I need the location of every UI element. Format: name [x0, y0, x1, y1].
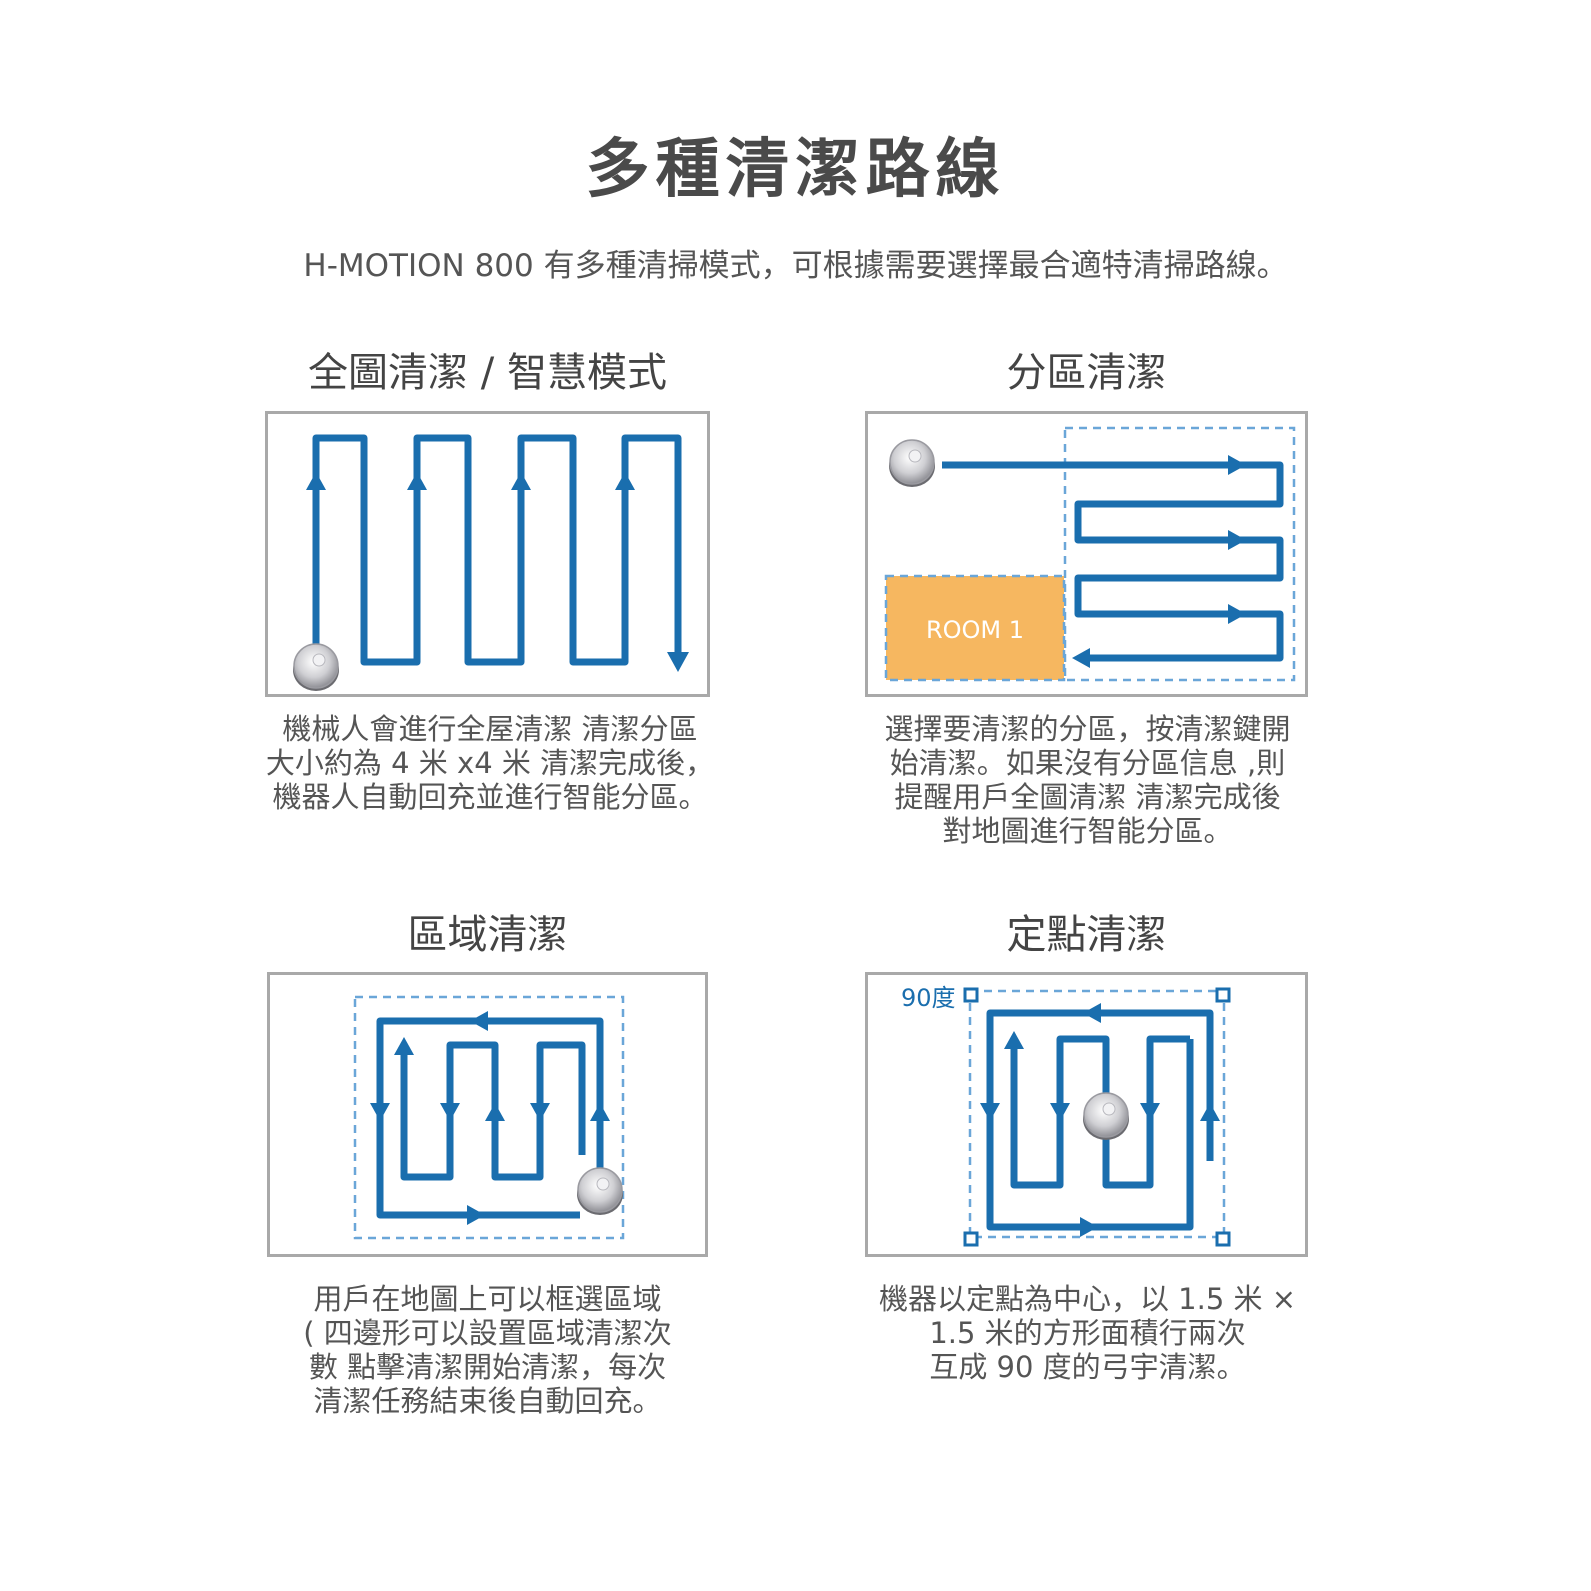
arrow-icon	[1200, 1103, 1220, 1121]
room-path-diagram: ROOM 1	[884, 426, 1296, 682]
section-desc-full-map: 機械人會進行全屋清潔 清潔分區 大小約為 4 米 x4 米 清潔完成後， 機器人…	[265, 712, 715, 814]
panel-area	[267, 972, 708, 1257]
arrow-icon	[467, 1205, 485, 1225]
corner-marker	[1215, 987, 1231, 1003]
arrow-icon	[370, 1103, 390, 1121]
panel-spot: 90度	[865, 972, 1308, 1257]
arrow-icon	[590, 1103, 610, 1121]
area-path-diagram	[353, 995, 625, 1240]
section-desc-room: 選擇要清潔的分區，按清潔鍵開 始清潔。如果沒有分區信息 ,則 提醒用戶全圖清潔 …	[884, 712, 1291, 848]
full-map-path-diagram	[292, 434, 689, 692]
arrow-icon	[1083, 1003, 1101, 1023]
section-desc-spot: 機器以定點為中心，以 1.5 米 × 1.5 米的方形面積行兩次 互成 90 度…	[878, 1282, 1297, 1384]
arrow-icon	[407, 472, 427, 490]
arrow-icon	[1080, 1217, 1098, 1237]
arrow-icon	[485, 1103, 505, 1121]
panel-full-map	[265, 411, 710, 697]
arrow-icon	[440, 1103, 460, 1121]
section-desc-area: 用戶在地圖上可以框選區域 ( 四邊形可以設置區域清潔次 數 點擊清潔開始清潔，每…	[303, 1282, 672, 1418]
arrow-icon	[1050, 1103, 1070, 1121]
section-title-spot: 定點清潔	[1006, 912, 1167, 958]
arrow-icon	[1004, 1031, 1024, 1049]
arrow-icon	[1228, 455, 1246, 475]
section-title-area: 區域清潔	[407, 912, 568, 958]
arrow-icon	[667, 652, 689, 672]
spot-path-diagram: 90度	[901, 984, 1231, 1247]
arrow-icon	[1228, 530, 1246, 550]
arrow-icon	[530, 1103, 550, 1121]
robot-vacuum-icon	[576, 1167, 624, 1216]
room-1-label: ROOM 1	[926, 616, 1024, 644]
arrow-icon	[1140, 1103, 1160, 1121]
angle-label: 90度	[901, 984, 956, 1012]
corner-marker	[1215, 1231, 1231, 1247]
arrow-icon	[511, 472, 531, 490]
arrow-icon	[615, 472, 635, 490]
corner-marker	[963, 987, 979, 1003]
robot-vacuum-icon	[888, 439, 936, 488]
section-title-room: 分區清潔	[1006, 350, 1167, 396]
page-subtitle: H-MOTION 800 有多種清掃模式，可根據需要選擇最合適特清掃路線。	[303, 248, 1288, 284]
section-title-full-map: 全圖清潔 / 智慧模式	[308, 350, 667, 396]
robot-vacuum-icon	[1082, 1092, 1130, 1141]
robot-vacuum-icon	[292, 643, 340, 692]
arrow-icon	[470, 1011, 488, 1031]
page-title: 多種清潔路線	[585, 133, 1006, 207]
panel-room: ROOM 1	[865, 411, 1308, 697]
arrow-icon	[306, 472, 326, 490]
arrow-icon	[980, 1103, 1000, 1121]
arrow-icon	[394, 1037, 414, 1055]
arrow-icon	[1072, 648, 1090, 668]
arrow-icon	[1228, 604, 1246, 624]
corner-marker	[963, 1231, 979, 1247]
